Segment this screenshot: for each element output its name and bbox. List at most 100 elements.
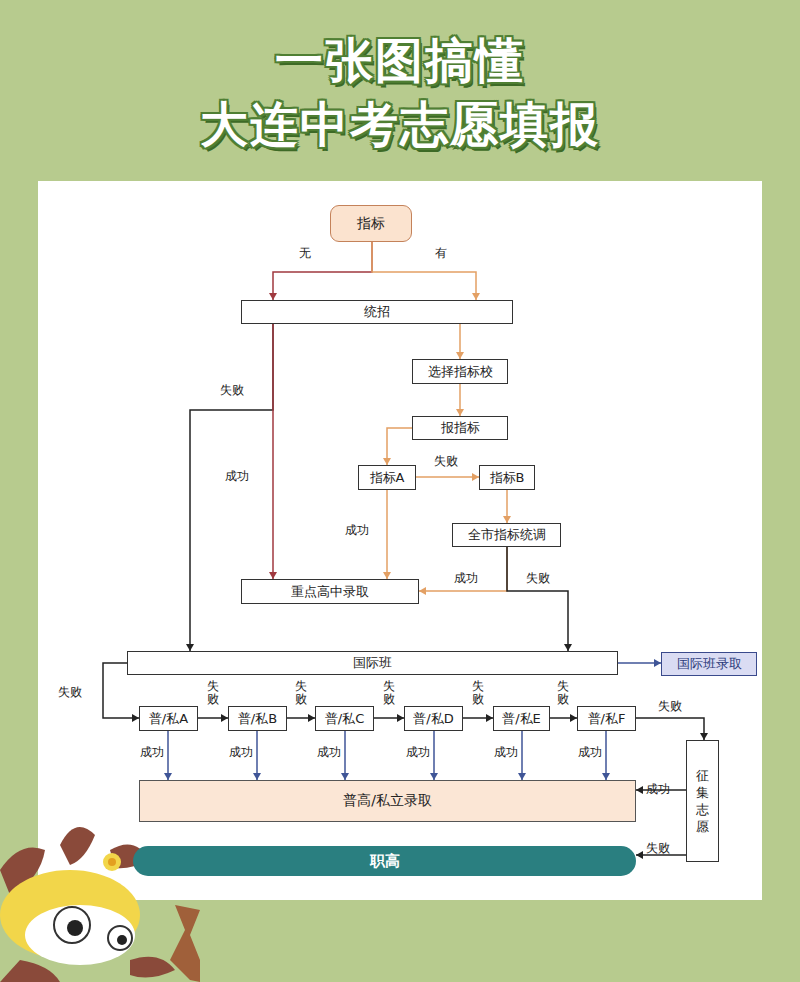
edge-label: 失败	[526, 570, 550, 587]
node-text: 统招	[364, 303, 390, 321]
node-text: 征集志愿	[696, 767, 710, 835]
connector	[618, 659, 661, 667]
connector-line	[605, 731, 607, 780]
node-text: 报指标	[441, 419, 480, 437]
arrow-head	[654, 659, 661, 667]
process-band: 国际班	[127, 651, 618, 675]
edge-label: 无	[299, 245, 311, 262]
node-text: 职高	[370, 852, 400, 871]
arrow-head	[636, 786, 643, 794]
edge-label: 失败	[658, 698, 682, 715]
connector	[550, 714, 577, 722]
choice-box: 普/私D	[404, 706, 463, 731]
connector	[430, 731, 438, 780]
arrow-head	[397, 714, 404, 722]
choice-box: 普/私B	[228, 706, 287, 731]
node-text: 普/私E	[502, 710, 541, 728]
node-text: 普/私A	[149, 710, 188, 728]
connector	[383, 490, 391, 579]
connector-line	[507, 547, 568, 651]
connector-line	[372, 242, 476, 300]
node-text: 指标B	[490, 469, 525, 487]
node-text: 普高/私立录取	[343, 792, 432, 810]
edge-label: 成功	[317, 744, 341, 761]
arrow-head	[486, 714, 493, 722]
choice-box: 普/私C	[315, 706, 374, 731]
node-text: 普/私B	[238, 710, 277, 728]
arrow-head	[269, 293, 277, 300]
arrow-head	[221, 714, 228, 722]
connector	[198, 714, 228, 722]
arrow-head	[472, 473, 479, 481]
connector-line	[636, 718, 704, 740]
title-text: 一张图搞懂 大连中考志愿填报	[150, 28, 650, 156]
node-text: 指标A	[370, 469, 405, 487]
connector	[503, 490, 511, 523]
process-box: 统招	[241, 300, 513, 324]
connector-line	[387, 428, 412, 465]
arrow-head	[456, 409, 464, 416]
process-box: 指标A	[358, 465, 416, 490]
connector-line	[433, 731, 435, 780]
connector	[269, 242, 372, 300]
choice-box: 普/私E	[493, 706, 550, 731]
arrow-head	[456, 352, 464, 359]
connector	[374, 714, 404, 722]
process-box: 指标B	[479, 465, 535, 490]
arrow-head	[253, 773, 261, 780]
edge-label: 失败	[472, 680, 484, 706]
edge-label: 成功	[229, 744, 253, 761]
result-band: 普高/私立录取	[139, 780, 636, 822]
connector-line	[272, 324, 274, 579]
connector	[456, 384, 464, 416]
arrow-head	[503, 516, 511, 523]
arrow-head	[602, 773, 610, 780]
node-text: 全市指标统调	[468, 526, 546, 544]
connector	[602, 731, 610, 780]
edge-label: 失败	[207, 680, 219, 706]
connector-line	[256, 731, 258, 780]
connector	[419, 547, 507, 595]
node-text: 国际班	[353, 654, 392, 672]
connector-line	[344, 731, 346, 780]
node-text: 选择指标校	[428, 363, 493, 381]
node-text: 重点高中录取	[291, 583, 369, 601]
edge-label: 有	[435, 245, 447, 262]
arrow-head	[383, 572, 391, 579]
connector	[341, 731, 349, 780]
edge-label: 失败	[434, 453, 458, 470]
connector	[253, 731, 261, 780]
result-box: 国际班录取	[661, 652, 757, 676]
arrow-head	[636, 851, 643, 859]
process-box: 全市指标统调	[452, 523, 561, 547]
connector	[372, 242, 480, 300]
arrow-head	[518, 773, 526, 780]
connector	[383, 428, 412, 465]
connector	[518, 731, 526, 780]
connector	[287, 714, 315, 722]
edge-label: 失败	[383, 680, 395, 706]
arrow-head	[570, 714, 577, 722]
arrow-head	[186, 644, 194, 651]
arrow-head	[308, 714, 315, 722]
choice-box: 普/私A	[139, 706, 198, 731]
arrow-head	[164, 773, 172, 780]
connector	[164, 731, 172, 780]
connector-line	[521, 731, 523, 780]
edge-label: 成功	[140, 744, 164, 761]
edge-label: 成功	[406, 744, 430, 761]
node-text: 普/私C	[325, 710, 364, 728]
arrow-head	[700, 733, 708, 740]
edge-label: 失败	[295, 680, 307, 706]
connector-line	[416, 476, 479, 478]
arrow-head	[419, 587, 426, 595]
arrow-head	[383, 458, 391, 465]
connector-line	[167, 731, 169, 780]
arrow-head	[564, 644, 572, 651]
edge-label: 成功	[345, 522, 369, 539]
arrow-head	[269, 572, 277, 579]
connector	[463, 714, 493, 722]
node-text: 国际班录取	[677, 655, 742, 673]
connector-line	[419, 547, 507, 591]
